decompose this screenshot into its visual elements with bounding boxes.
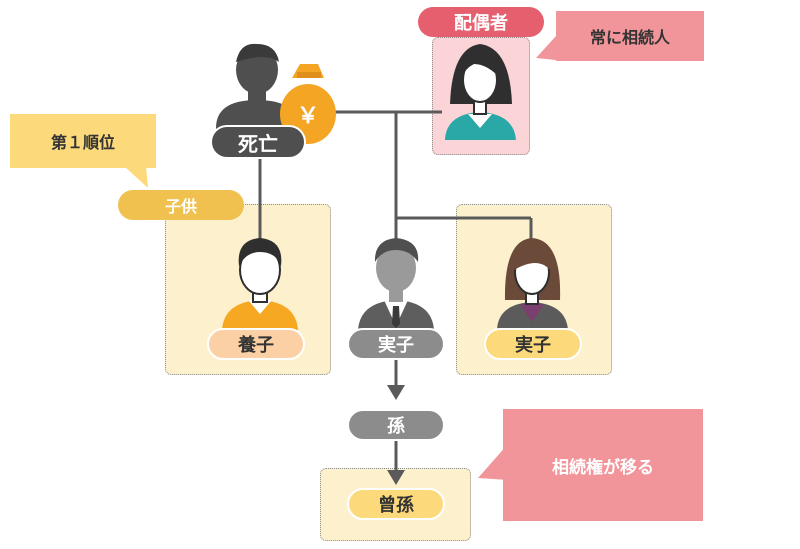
children-tag: 子供 xyxy=(118,190,244,220)
great-grandchild-label: 曾孫 xyxy=(347,488,445,520)
biological-child-1-label: 実子 xyxy=(347,328,445,360)
inheritance-note-callout: 相続権が移る xyxy=(503,409,703,521)
spouse-note-callout: 常に相続人 xyxy=(556,11,704,61)
adopted-child-person-icon xyxy=(222,238,298,330)
adopted-child-label: 養子 xyxy=(207,328,305,360)
spouse-callout-tail xyxy=(536,36,556,60)
arrow-down-icon xyxy=(387,470,405,485)
deceased-label: 死亡 xyxy=(210,125,306,159)
yen-symbol: ￥ xyxy=(296,104,319,129)
spouse-tag: 配偶者 xyxy=(418,7,544,37)
biological-child-1-person-icon xyxy=(358,238,434,330)
connector-lines xyxy=(258,110,533,472)
rank-callout-tail xyxy=(124,166,148,188)
rank-note-callout: 第１順位 xyxy=(10,114,156,168)
grandchild-label: 孫 xyxy=(347,409,445,441)
spouse-person-icon xyxy=(445,44,516,140)
biological-child-2-label: 実子 xyxy=(484,328,582,360)
arrow-down-icon xyxy=(387,385,405,400)
biological-child-2-person-icon xyxy=(497,238,568,330)
inheritance-callout-tail xyxy=(478,444,508,480)
